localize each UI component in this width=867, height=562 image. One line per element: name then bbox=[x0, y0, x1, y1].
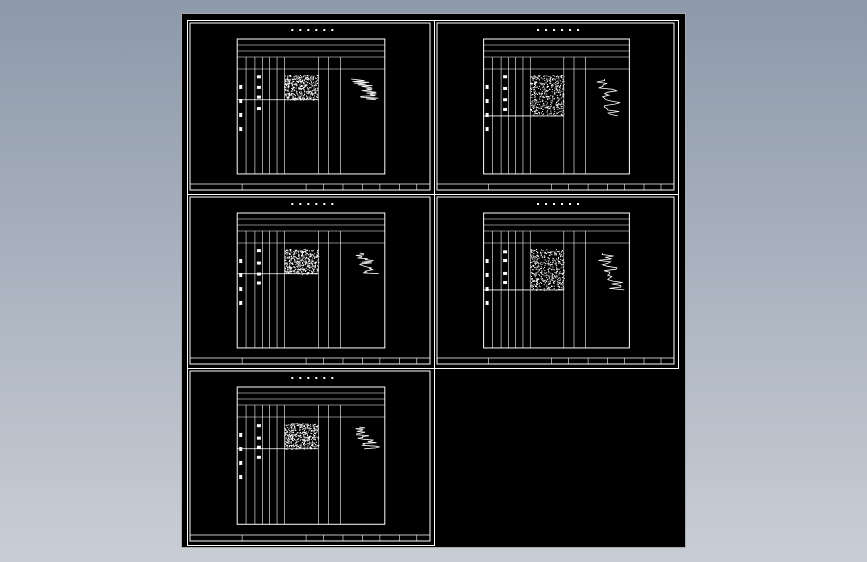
sheet-frame-2[interactable] bbox=[434, 20, 679, 195]
log-sheet-drawing bbox=[436, 22, 675, 191]
sheet-frame-3[interactable] bbox=[187, 194, 435, 369]
log-sheet-drawing bbox=[189, 370, 431, 542]
log-sheet-drawing bbox=[436, 196, 675, 365]
log-sheet-drawing bbox=[189, 196, 431, 365]
sheet-frame-1[interactable] bbox=[187, 20, 435, 195]
sheet-frame-4[interactable] bbox=[434, 194, 679, 369]
sheet-frame-5[interactable] bbox=[187, 368, 435, 546]
drawing-canvas[interactable] bbox=[181, 13, 686, 548]
log-sheet-drawing bbox=[189, 22, 431, 191]
